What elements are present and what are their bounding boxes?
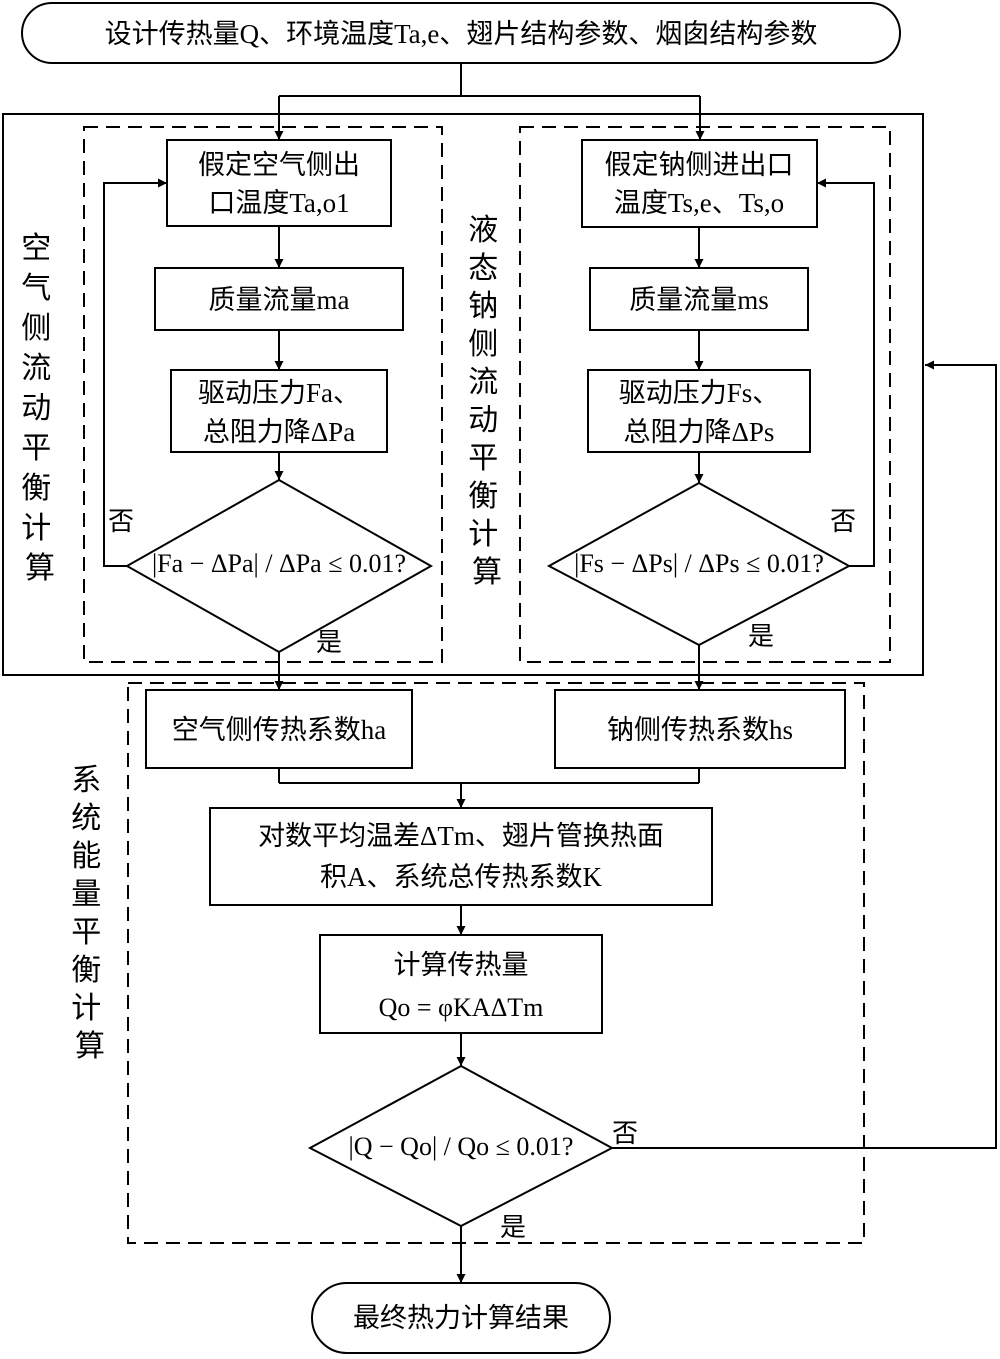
lmtd-node: 对数平均温差ΔTm、翅片管换热面 积A、系统总传热系数K xyxy=(209,807,713,906)
sodium-yes-label: 是 xyxy=(748,622,774,651)
energy-group-frame xyxy=(127,682,865,1244)
svg-text:质量流量ms: 质量流量ms xyxy=(629,285,769,315)
air-htc-node: 空气侧传热系数ha xyxy=(145,689,413,769)
svg-text:设计传热量Q、环境温度Ta,e、翅片结构参数、烟囱结构参数: 设计传热量Q、环境温度Ta,e、翅片结构参数、烟囱结构参数 xyxy=(105,19,818,49)
svg-text:口温度Ta,o1: 口温度Ta,o1 xyxy=(208,188,349,218)
sodium-mass-node: 质量流量ms xyxy=(589,267,809,331)
air-assume-node: 假定空气侧出 口温度Ta,o1 xyxy=(166,139,392,227)
svg-text:温度Ts,e、Ts,o: 温度Ts,e、Ts,o xyxy=(614,188,784,218)
sodium-assume-node: 假定钠侧进出口 温度Ts,e、Ts,o xyxy=(581,139,818,228)
q-yes-label: 是 xyxy=(500,1213,526,1242)
air-no-label: 否 xyxy=(108,507,134,536)
svg-text:驱动压力Fa、: 驱动压力Fa、 xyxy=(198,378,360,408)
svg-text:|Q − Qo| / Qo ≤ 0.01?: |Q − Qo| / Qo ≤ 0.01? xyxy=(349,1132,574,1161)
sodium-drive-node: 驱动压力Fs、 总阻力降ΔPs xyxy=(587,369,811,453)
svg-text:积A、系统总传热系数K: 积A、系统总传热系数K xyxy=(320,862,602,892)
q-no-label: 否 xyxy=(612,1119,638,1148)
start-node: 设计传热量Q、环境温度Ta,e、翅片结构参数、烟囱结构参数 xyxy=(21,2,901,64)
svg-text:Qo = φKAΔTm: Qo = φKAΔTm xyxy=(379,993,544,1022)
air-group-frame xyxy=(83,126,443,663)
air-group-label: 空 气 侧 流 动 平 衡 计 算 xyxy=(21,232,59,585)
air-yes-label: 是 xyxy=(316,628,342,657)
svg-text:计算传热量: 计算传热量 xyxy=(394,950,529,980)
svg-text:总阻力降ΔPs: 总阻力降ΔPs xyxy=(624,417,775,447)
svg-text:钠侧传热系数hs: 钠侧传热系数hs xyxy=(607,715,793,745)
sodium-htc-node: 钠侧传热系数hs xyxy=(554,689,846,769)
energy-group-label: 系 统 能 量 平 衡 计 算 xyxy=(71,764,109,1063)
connectors xyxy=(103,63,997,1283)
air-check-node: |Fa − ΔPa| / ΔPa ≤ 0.01? xyxy=(124,478,434,654)
air-mass-node: 质量流量ma xyxy=(154,267,404,331)
calc-q-node: 计算传热量 Qo = φKAΔTm xyxy=(319,934,603,1034)
svg-text:|Fa − ΔPa| / ΔPa ≤ 0.01?: |Fa − ΔPa| / ΔPa ≤ 0.01? xyxy=(152,549,406,578)
svg-text:空气侧传热系数ha: 空气侧传热系数ha xyxy=(172,715,386,745)
sodium-group-frame xyxy=(519,126,891,663)
flow-balance-frame xyxy=(2,113,924,676)
end-node: 最终热力计算结果 xyxy=(311,1282,611,1354)
svg-text:驱动压力Fs、: 驱动压力Fs、 xyxy=(619,378,780,408)
svg-text:|Fs − ΔPs| / ΔPs ≤ 0.01?: |Fs − ΔPs| / ΔPs ≤ 0.01? xyxy=(574,549,824,578)
sodium-group-label: 液 态 钠 侧 流 动 平 衡 计 算 xyxy=(468,214,506,589)
svg-text:假定空气侧出: 假定空气侧出 xyxy=(198,150,360,180)
sodium-no-label: 否 xyxy=(830,507,856,536)
svg-text:对数平均温差ΔTm、翅片管换热面: 对数平均温差ΔTm、翅片管换热面 xyxy=(258,821,664,851)
svg-text:假定钠侧进出口: 假定钠侧进出口 xyxy=(605,150,794,180)
svg-text:总阻力降ΔPa: 总阻力降ΔPa xyxy=(203,417,355,447)
svg-text:最终热力计算结果: 最终热力计算结果 xyxy=(353,1303,569,1333)
air-drive-node: 驱动压力Fa、 总阻力降ΔPa xyxy=(170,369,388,453)
q-check-node: |Q − Qo| / Qo ≤ 0.01? xyxy=(307,1064,615,1228)
svg-text:质量流量ma: 质量流量ma xyxy=(209,285,350,315)
sodium-check-node: |Fs − ΔPs| / ΔPs ≤ 0.01? xyxy=(546,481,852,647)
